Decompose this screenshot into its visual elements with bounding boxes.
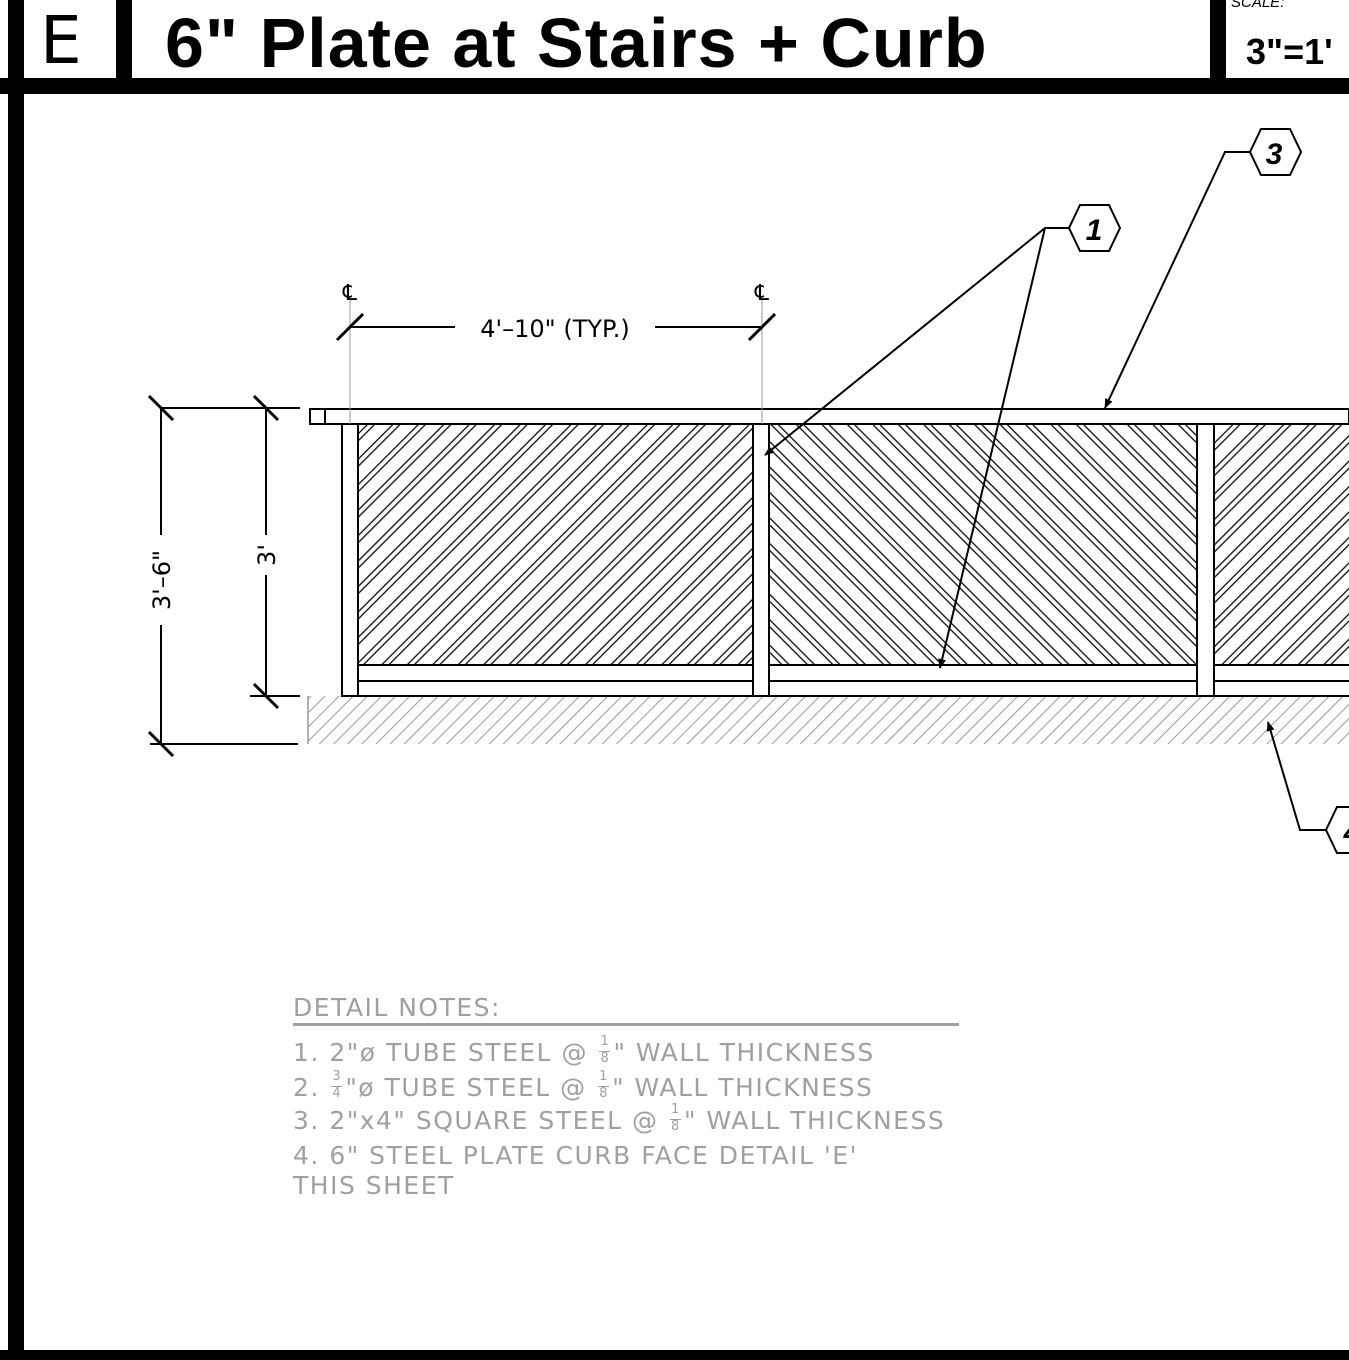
post: [341, 423, 359, 697]
top-rail: [309, 408, 1349, 425]
callout-3: 3: [1248, 128, 1303, 176]
height-dimensions: [147, 394, 300, 758]
callout-1-label: 1: [1086, 214, 1103, 247]
callout-1: 1: [1067, 204, 1122, 252]
post-spacing-label: 4'–10" (TYP.): [480, 315, 629, 343]
centerline-extensions: [349, 300, 763, 424]
centerline-symbol: ℄: [754, 281, 770, 306]
post: [1196, 423, 1215, 697]
drawing-title: 6" Plate at Stairs + Curb: [165, 4, 988, 82]
callout-leaders: [764, 151, 1326, 831]
callout-4: 4: [1324, 806, 1349, 854]
note-item: THIS SHEET: [293, 1171, 455, 1200]
rail-height-label: 3': [253, 544, 281, 566]
callout-3-label: 3: [1266, 138, 1283, 171]
post: [752, 423, 770, 697]
scale-value: 3"=1': [1246, 31, 1333, 72]
railing-panels: [358, 425, 1349, 665]
note-item: 4. 6" STEEL PLATE CURB FACE DETAIL 'E': [293, 1141, 858, 1170]
notes-divider: [293, 1023, 959, 1026]
posts: [341, 423, 1215, 697]
centerline-symbol: ℄: [342, 281, 358, 306]
bottom-rail: [342, 664, 1349, 697]
detail-letter: E: [40, 2, 82, 79]
overall-height-label: 3'–6": [148, 550, 176, 610]
callout-4-label: 4: [1343, 816, 1349, 849]
notes-header: DETAIL NOTES:: [293, 993, 501, 1022]
scale-label: SCALE:: [1231, 0, 1285, 11]
post-spacing-dimension: [335, 312, 777, 342]
steel-plate-curb: [307, 696, 1349, 744]
